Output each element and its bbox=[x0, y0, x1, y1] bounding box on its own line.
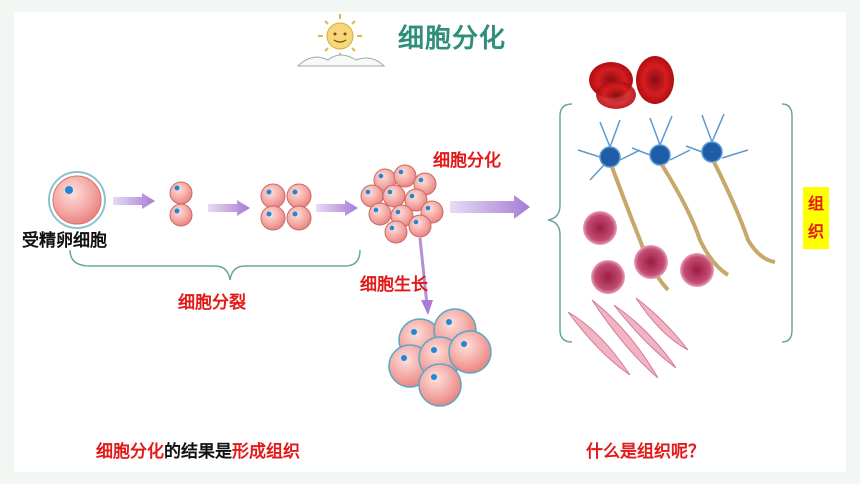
conclusion-text: 细胞分化的结果是形成组织 bbox=[96, 437, 300, 462]
white-blood-cells bbox=[583, 211, 714, 294]
differentiation-arrow bbox=[450, 195, 530, 219]
fertilized-egg-cell bbox=[48, 171, 106, 229]
conclusion-part-2: 的结果是 bbox=[164, 442, 232, 462]
multicell-cluster bbox=[360, 164, 444, 244]
two-cell-stage bbox=[169, 181, 193, 227]
conclusion-part-3: 形成组织 bbox=[232, 442, 300, 462]
page-title: 细胞分化 bbox=[398, 24, 507, 54]
cell-division-label: 细胞分裂 bbox=[178, 293, 246, 313]
tissue-bracket-right bbox=[781, 103, 793, 343]
muscle-cells bbox=[567, 297, 689, 379]
tissue-label: 组 织 bbox=[803, 187, 829, 249]
sun-icon bbox=[296, 14, 386, 67]
tissue-bracket-left bbox=[547, 103, 573, 343]
four-cell-stage bbox=[260, 183, 312, 231]
red-blood-cells bbox=[589, 56, 674, 109]
question-text: 什么是组织呢？ bbox=[586, 442, 705, 462]
division-arrows bbox=[113, 193, 530, 219]
tissue-label-char-1: 组 bbox=[807, 194, 824, 213]
neuron-cells bbox=[577, 113, 776, 292]
conclusion-part-1: 细胞分化 bbox=[96, 442, 164, 462]
grown-cells-cluster bbox=[388, 308, 492, 407]
growth-arrow bbox=[418, 237, 433, 315]
division-bracket bbox=[69, 249, 361, 281]
cell-growth-label: 细胞生长 bbox=[360, 275, 428, 295]
fertilized-egg-label: 受精卵细胞 bbox=[22, 231, 107, 251]
cell-differentiation-label: 细胞分化 bbox=[433, 151, 501, 171]
tissue-label-char-2: 织 bbox=[807, 222, 824, 241]
